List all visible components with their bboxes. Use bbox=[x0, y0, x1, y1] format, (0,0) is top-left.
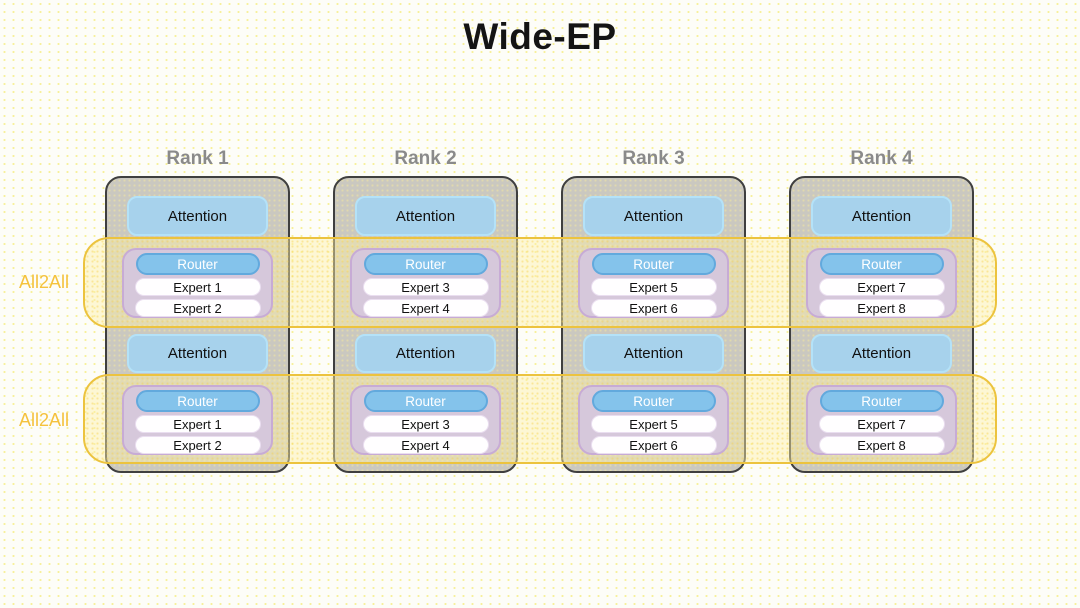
router-block: Router bbox=[819, 390, 944, 412]
rank-1-label: Rank 1 bbox=[166, 148, 229, 169]
attention-block: Attention bbox=[127, 334, 268, 373]
expert-group: Router Expert 7 Expert 8 bbox=[806, 385, 957, 455]
rank-2-label: Rank 2 bbox=[394, 148, 457, 169]
expert-block: Expert 3 bbox=[362, 415, 489, 433]
expert-block: Expert 1 bbox=[134, 415, 261, 433]
all2all-label-2: All2All bbox=[18, 410, 70, 430]
expert-block: Expert 7 bbox=[818, 415, 945, 433]
rank-4-label: Rank 4 bbox=[850, 148, 913, 169]
expert-block: Expert 5 bbox=[590, 278, 717, 296]
attention-block: Attention bbox=[811, 334, 952, 373]
expert-block: Expert 6 bbox=[590, 436, 717, 454]
expert-block: Expert 6 bbox=[590, 299, 717, 317]
expert-block: Expert 7 bbox=[818, 278, 945, 296]
attention-block: Attention bbox=[127, 196, 268, 236]
expert-group: Router Expert 3 Expert 4 bbox=[350, 248, 501, 318]
attention-block: Attention bbox=[583, 334, 724, 373]
rank-3-label: Rank 3 bbox=[622, 148, 685, 169]
rank-2-box: Attention Router Expert 3 Expert 4 Atten… bbox=[333, 176, 518, 473]
rank-1-box: Attention Router Expert 1 Expert 2 Atten… bbox=[105, 176, 290, 473]
expert-block: Expert 1 bbox=[134, 278, 261, 296]
attention-block: Attention bbox=[355, 196, 496, 236]
expert-group: Router Expert 3 Expert 4 bbox=[350, 385, 501, 455]
router-block: Router bbox=[363, 390, 488, 412]
page-title: Wide-EP bbox=[463, 16, 617, 57]
rank-4-box: Attention Router Expert 7 Expert 8 Atten… bbox=[789, 176, 974, 473]
expert-group: Router Expert 1 Expert 2 bbox=[122, 248, 273, 318]
router-block: Router bbox=[363, 253, 488, 275]
expert-group: Router Expert 5 Expert 6 bbox=[578, 248, 729, 318]
expert-block: Expert 4 bbox=[362, 299, 489, 317]
expert-block: Expert 5 bbox=[590, 415, 717, 433]
router-block: Router bbox=[591, 253, 716, 275]
rank-3-box: Attention Router Expert 5 Expert 6 Atten… bbox=[561, 176, 746, 473]
expert-group: Router Expert 1 Expert 2 bbox=[122, 385, 273, 455]
router-block: Router bbox=[135, 390, 260, 412]
router-block: Router bbox=[135, 253, 260, 275]
expert-group: Router Expert 5 Expert 6 bbox=[578, 385, 729, 455]
expert-block: Expert 3 bbox=[362, 278, 489, 296]
expert-block: Expert 2 bbox=[134, 299, 261, 317]
all2all-label-1: All2All bbox=[18, 272, 70, 292]
expert-group: Router Expert 7 Expert 8 bbox=[806, 248, 957, 318]
attention-block: Attention bbox=[583, 196, 724, 236]
attention-block: Attention bbox=[355, 334, 496, 373]
expert-block: Expert 8 bbox=[818, 299, 945, 317]
attention-block: Attention bbox=[811, 196, 952, 236]
expert-block: Expert 8 bbox=[818, 436, 945, 454]
router-block: Router bbox=[819, 253, 944, 275]
router-block: Router bbox=[591, 390, 716, 412]
expert-block: Expert 4 bbox=[362, 436, 489, 454]
expert-block: Expert 2 bbox=[134, 436, 261, 454]
